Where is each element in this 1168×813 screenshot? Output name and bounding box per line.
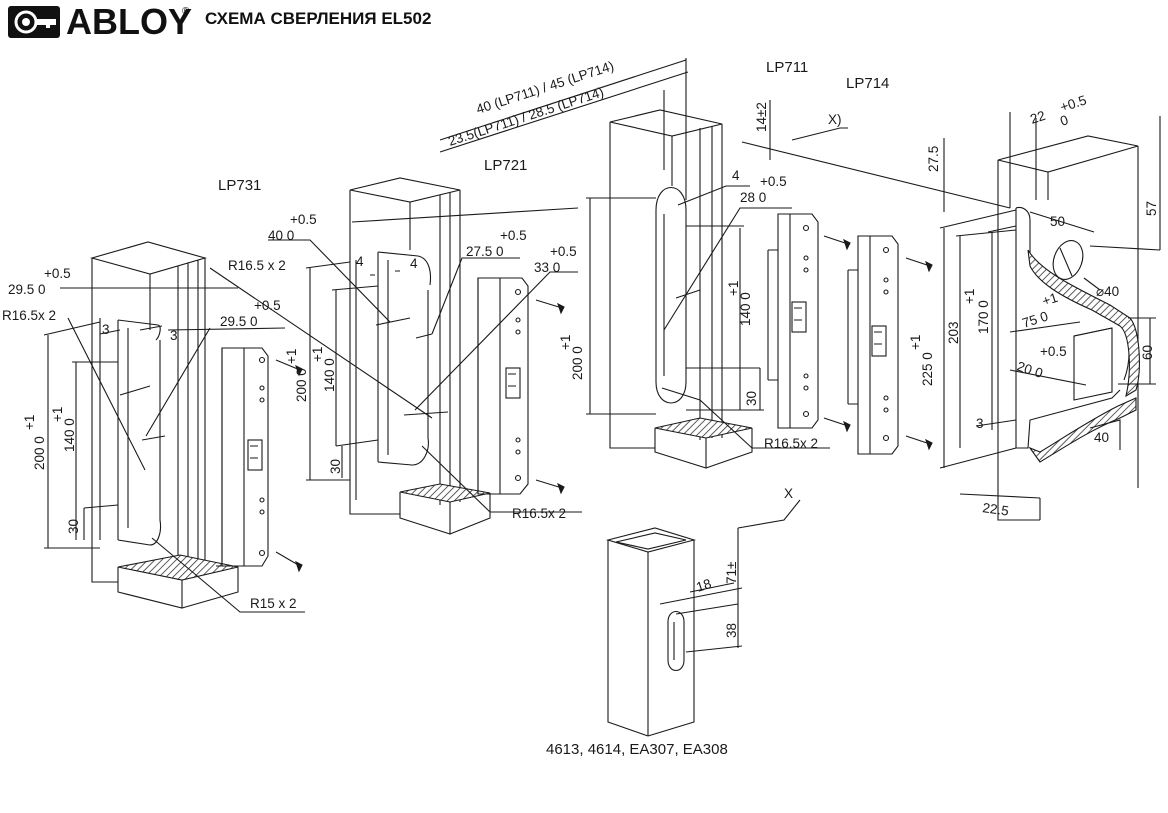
dim-label: R16.5 x 2 [228,258,286,273]
model-label-lp714: LP714 [846,75,889,92]
dim-label: X [784,486,793,501]
dim-label: 29.5 0 [220,314,258,329]
dim-label: 140 0 [738,292,753,326]
dim-label: R16.5x 2 [2,308,56,323]
dim-label: 14±2 [754,102,769,132]
dim-label: 140 0 [62,418,77,452]
dim-label: 28 0 [740,190,766,205]
dim-label: +1 [726,281,741,296]
dim-label: +1 [22,415,37,430]
dim-label: 38 [724,623,739,638]
dim-label: +1 [1040,290,1059,309]
dim-label: +0.5 [44,266,71,281]
dim-label: +1 [284,349,299,364]
dim-label: 40 [1094,430,1109,445]
dim-label: +1 [962,289,977,304]
dim-label: +1 [310,347,325,362]
dim-label: R16.5x 2 [764,436,818,451]
dim-label: 20 0 [1015,359,1045,381]
profile-lp711-lp714 [439,58,1011,469]
dim-label: 0 [1058,112,1070,129]
dim-label: 3 [170,328,178,343]
dim-label: 22.5 [982,500,1010,519]
dim-label: R15 x 2 [250,596,297,611]
dim-label: 200 0 [32,436,47,470]
model-label-lp721: LP721 [484,157,527,174]
header: ABLOY ® СХЕМА СВЕРЛЕНИЯ EL502 [0,0,1168,42]
dim-label: 27.5 0 [466,244,504,259]
profile-lp731 [43,241,305,613]
dim-label: 200 0 [294,368,309,402]
dim-label: 33 0 [534,260,560,275]
dim-label: 22 [1028,108,1047,127]
page-title: СХЕМА СВЕРЛЕНИЯ EL502 [205,9,432,28]
dim-label: 30 [66,519,81,534]
dim-label: 225 0 [920,352,935,386]
dim-label: 30 [744,391,759,406]
dim-label: 140 0 [322,358,337,392]
dim-label: 50 [1050,214,1065,229]
dim-label: 170 0 [976,300,991,334]
abloy-key-logo-icon [8,6,60,38]
dim-label: 60 [1140,345,1155,360]
dim-label: 27.5 [926,146,941,172]
dim-label: 4 [410,256,418,271]
model-label-lp711: LP711 [766,59,808,76]
dim-label: 57 [1144,201,1159,216]
dim-label: +0.5 [254,298,281,313]
dim-label: 30 [328,459,343,474]
dim-label: +0.5 [1040,344,1067,359]
dim-label: X) [828,112,842,127]
dim-label: +0.5 [550,244,577,259]
dim-label: 4 [732,168,740,183]
brand-name: ABLOY [66,1,192,42]
profile-lp721 [209,177,582,535]
dim-label: 40 0 [268,228,294,243]
registered-mark: ® [182,6,190,17]
dim-label: +0.5 [1058,92,1088,115]
dim-label: +1 [908,335,923,350]
dim-label: 71± [724,562,739,584]
dim-label: 75 0 [1020,308,1050,330]
model-label-profiles: 4613, 4614, EA307, EA308 [546,741,728,758]
dim-label: 203 [946,321,961,344]
dim-label: +1 [50,407,65,422]
dim-label: 29.5 0 [8,282,46,297]
dim-label: 200 0 [570,346,585,380]
profile-4613-tube [605,499,801,737]
dim-label: +0.5 [290,212,317,227]
model-label-lp731: LP731 [218,177,261,194]
dim-label: +0.5 [500,228,527,243]
dim-label: 3 [976,416,984,431]
dim-label: +0.5 [760,174,787,189]
dim-label: +1 [558,335,573,350]
dim-label: 4 [356,254,364,269]
dim-label: 18 [694,576,713,595]
dim-label: ⌀40 [1096,284,1119,299]
section-view [939,112,1161,521]
dim-label: 3 [102,322,110,337]
dim-label: R16.5x 2 [512,506,566,521]
